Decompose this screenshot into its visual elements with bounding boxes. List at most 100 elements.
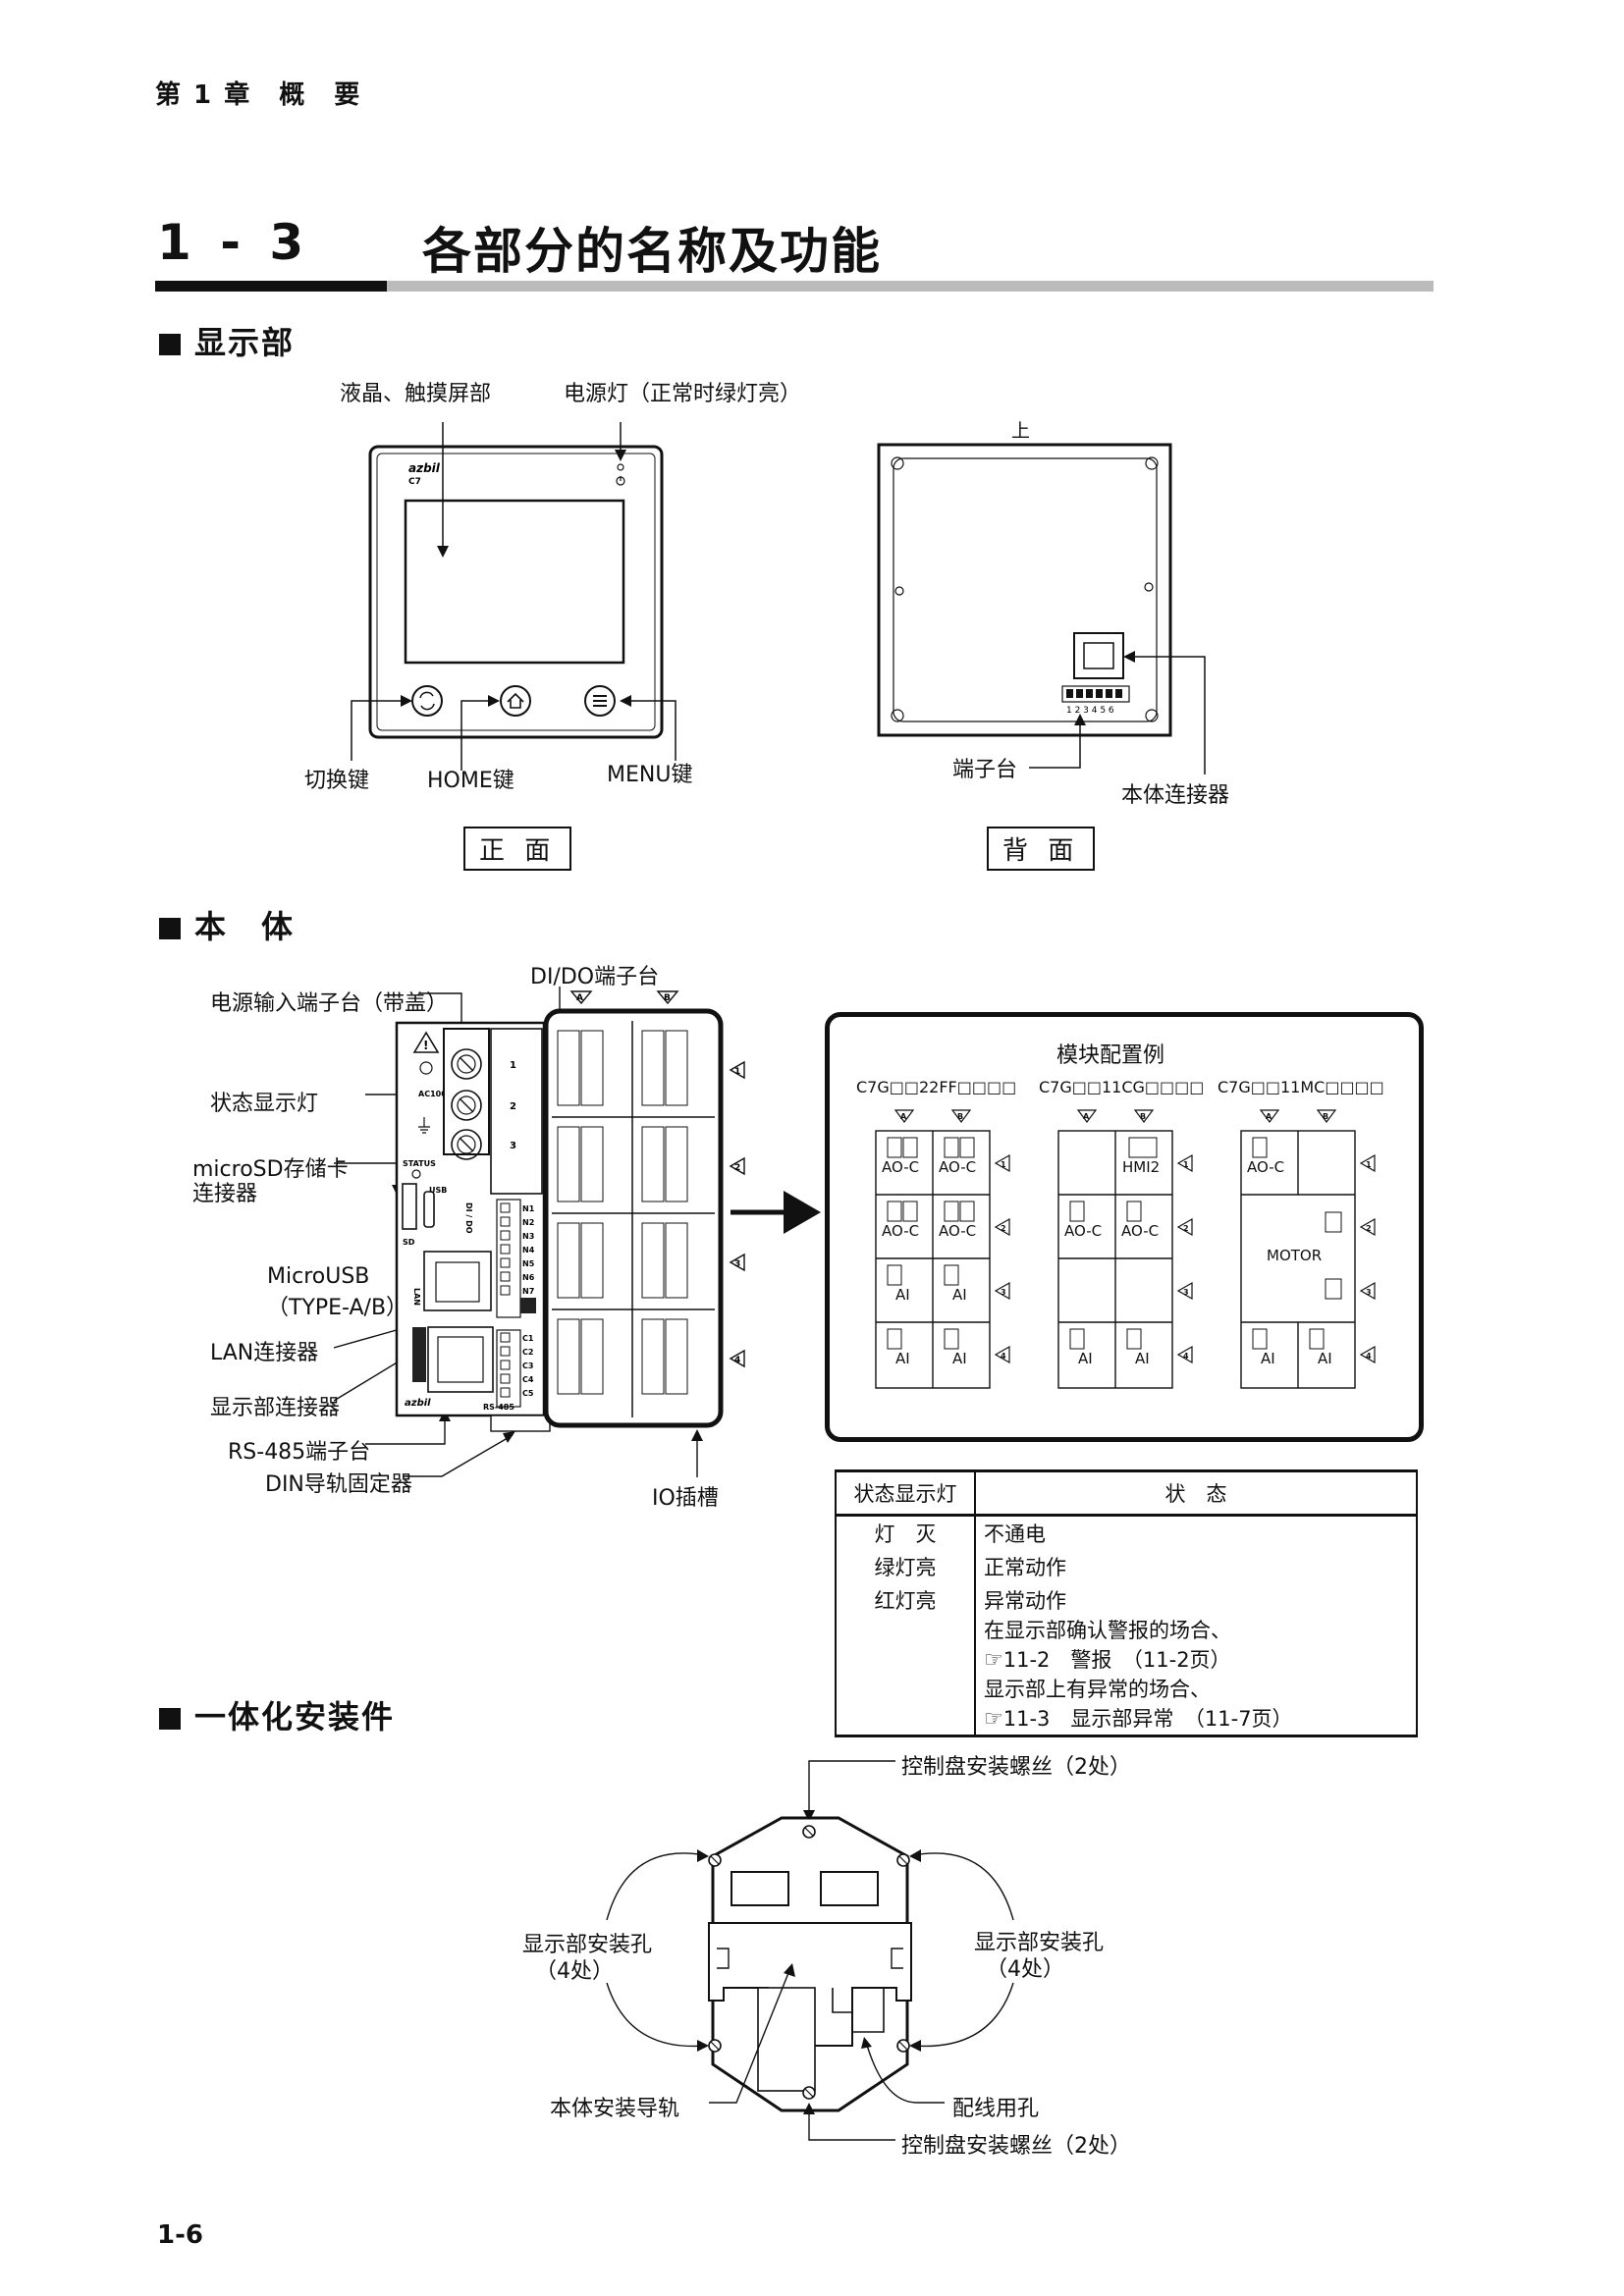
lcd-label: 液晶、触摸屏部 bbox=[340, 382, 492, 406]
cfg2-row-2: 2 bbox=[1183, 1224, 1189, 1233]
table-row: 绿灯亮 正常动作 bbox=[835, 1550, 1418, 1583]
microsd-label-2: 连接器 bbox=[192, 1182, 258, 1206]
dido-terminal-label: DI/DO端子台 bbox=[530, 965, 660, 989]
row-num-4: 4 bbox=[734, 1356, 740, 1365]
back-view-drawing: 1 2 3 4 5 6 bbox=[877, 443, 1206, 774]
hole-left-label-1: 显示部安装孔 bbox=[522, 1933, 653, 1957]
status-table: 状态显示灯 状 态 灯 灭 不通电 绿灯亮 正常动作 红灯亮 异常动作 在显示部… bbox=[835, 1469, 1418, 1737]
front-view-label: 正 面 bbox=[463, 827, 572, 871]
power-lamp-label: 电源灯（正常时绿灯亮） bbox=[564, 382, 802, 406]
cfg2-mod-3: AO-C bbox=[1064, 1222, 1102, 1240]
cfg2-marker-a: A bbox=[1083, 1112, 1090, 1121]
sd-text: SD bbox=[403, 1238, 415, 1247]
microusb-label-2: （TYPE-A/B） bbox=[267, 1296, 408, 1320]
status-table-header-lamp: 状态显示灯 bbox=[835, 1469, 976, 1517]
body-device-drawing: ! AC100-240V STATUS 1 2 3 USB SD DI / DO… bbox=[334, 987, 745, 1477]
display-connector-label: 显示部连接器 bbox=[210, 1396, 341, 1420]
microusb-label-1: MicroUSB bbox=[267, 1264, 370, 1289]
title-bar-light bbox=[387, 281, 1434, 292]
di-pin-n1: N1 bbox=[522, 1204, 535, 1213]
power-terminal-label: 电源输入端子台（带盖） bbox=[210, 991, 449, 1016]
c-pin-c4: C4 bbox=[522, 1375, 534, 1384]
di-pin-n7: N7 bbox=[522, 1287, 534, 1296]
pointing-hand-icon: ☞ bbox=[984, 1648, 1003, 1673]
alarm-ref-link[interactable]: ☞11-2 警报 （11-2页） bbox=[984, 1648, 1231, 1673]
lamp-off: 灯 灭 bbox=[835, 1515, 976, 1550]
power-num-2: 2 bbox=[510, 1101, 516, 1112]
cfg3-row-1: 1 bbox=[1366, 1160, 1372, 1169]
cfg1-row-3: 3 bbox=[1001, 1288, 1006, 1297]
pointing-hand-icon: ☞ bbox=[984, 1707, 1003, 1732]
page-number: 1-6 bbox=[157, 2220, 203, 2250]
status-table-header-state: 状 态 bbox=[974, 1469, 1418, 1517]
front-logo: azbil bbox=[408, 461, 441, 475]
module-config-grids: AO-C AO-C AO-C AO-C AI AI AI AI HMI2 AO-… bbox=[875, 1109, 1376, 1389]
cfg1-mod-4: AO-C bbox=[939, 1222, 976, 1240]
status-lamp-label: 状态显示灯 bbox=[210, 1092, 319, 1116]
di-pin-n5: N5 bbox=[522, 1259, 535, 1268]
cfg1-row-4: 4 bbox=[1001, 1352, 1006, 1361]
screw-top-label: 控制盘安装螺丝（2处） bbox=[901, 1755, 1131, 1780]
io-slot-label: IO插槽 bbox=[652, 1486, 719, 1511]
cfg1-mod-7: AI bbox=[895, 1350, 910, 1367]
switch-key-label: 切换键 bbox=[304, 769, 370, 793]
dido-text: DI / DO bbox=[464, 1202, 473, 1234]
row-num-3: 3 bbox=[734, 1259, 740, 1269]
din-label: DIN导轨固定器 bbox=[265, 1472, 412, 1497]
cfg1-mod-6: AI bbox=[952, 1286, 967, 1304]
lan-text: LAN bbox=[412, 1288, 421, 1306]
module-arrow-icon bbox=[731, 1191, 821, 1234]
svg-text:!: ! bbox=[423, 1039, 428, 1052]
cfg3-marker-a: A bbox=[1266, 1112, 1272, 1121]
hole-left-label-2: （4处） bbox=[535, 1959, 614, 1984]
section-heading-display: 显示部 bbox=[159, 318, 295, 363]
alarm-case-text: 在显示部确认警报的场合、 bbox=[984, 1619, 1231, 1642]
cfg3-mod-3: MOTOR bbox=[1267, 1247, 1322, 1264]
lan-label: LAN连接器 bbox=[210, 1341, 319, 1365]
back-view-label: 背 面 bbox=[987, 827, 1096, 871]
cfg1-mod-3: AO-C bbox=[882, 1222, 919, 1240]
chapter-header: 第 1 章 概 要 bbox=[155, 80, 362, 110]
microsd-label-1: microSD存储卡 bbox=[192, 1157, 349, 1182]
cfg1-row-2: 2 bbox=[1001, 1224, 1006, 1233]
hole-right-label-2: （4处） bbox=[986, 1957, 1064, 1982]
cfg2-row-3: 3 bbox=[1183, 1288, 1189, 1297]
slot-a-marker: A bbox=[576, 993, 583, 1003]
cfg3-mod-8: AI bbox=[1318, 1350, 1332, 1367]
table-row: 红灯亮 异常动作 在显示部确认警报的场合、 ☞11-2 警报 （11-2页） 显… bbox=[835, 1583, 1418, 1737]
cfg2-mod-7: AI bbox=[1078, 1350, 1093, 1367]
table-row: 灯 灭 不通电 bbox=[835, 1515, 1418, 1550]
display-error-case-text: 显示部上有异常的场合、 bbox=[984, 1678, 1211, 1701]
cfg2-mod-2: HMI2 bbox=[1122, 1158, 1160, 1176]
lamp-green: 绿灯亮 bbox=[835, 1550, 976, 1583]
cfg1-mod-5: AI bbox=[895, 1286, 910, 1304]
row-num-1: 1 bbox=[734, 1067, 740, 1077]
hole-right-label-1: 显示部安装孔 bbox=[974, 1931, 1105, 1955]
config-model-1: C7G□□22FF□□□□ bbox=[856, 1078, 1017, 1096]
back-top-label: 上 bbox=[1011, 420, 1031, 442]
cfg1-row-1: 1 bbox=[1001, 1160, 1006, 1169]
cfg1-mod-8: AI bbox=[952, 1350, 967, 1367]
menu-key-label: MENU键 bbox=[607, 763, 693, 787]
display-error-ref-link[interactable]: ☞11-3 显示部异常 （11-7页） bbox=[984, 1707, 1293, 1732]
cfg2-mod-4: AO-C bbox=[1121, 1222, 1159, 1240]
module-example-title: 模块配置例 bbox=[1056, 1043, 1165, 1068]
c-pin-c2: C2 bbox=[522, 1348, 533, 1357]
rs485-label: RS-485端子台 bbox=[228, 1440, 371, 1465]
cfg3-row-3: 3 bbox=[1366, 1288, 1372, 1297]
terminal-label: 端子台 bbox=[952, 758, 1018, 782]
back-pin-numbers: 1 2 3 4 5 6 bbox=[1066, 706, 1114, 716]
cfg1-mod-1: AO-C bbox=[882, 1158, 919, 1176]
module-example-panel bbox=[825, 1012, 1424, 1442]
cfg1-mod-2: AO-C bbox=[939, 1158, 976, 1176]
power-num-1: 1 bbox=[510, 1060, 516, 1071]
di-pin-n3: N3 bbox=[522, 1232, 534, 1241]
front-view-drawing: azbil C7 bbox=[351, 422, 677, 771]
cfg2-row-1: 1 bbox=[1183, 1160, 1189, 1169]
slot-b-marker: B bbox=[664, 993, 671, 1003]
c-pin-c1: C1 bbox=[522, 1334, 534, 1343]
di-pin-n4: N4 bbox=[522, 1246, 535, 1255]
mounting-bracket-drawing bbox=[606, 1760, 1014, 2141]
screw-bottom-label: 控制盘安装螺丝（2处） bbox=[901, 2134, 1131, 2159]
abnormal-text: 异常动作 bbox=[984, 1589, 1066, 1613]
